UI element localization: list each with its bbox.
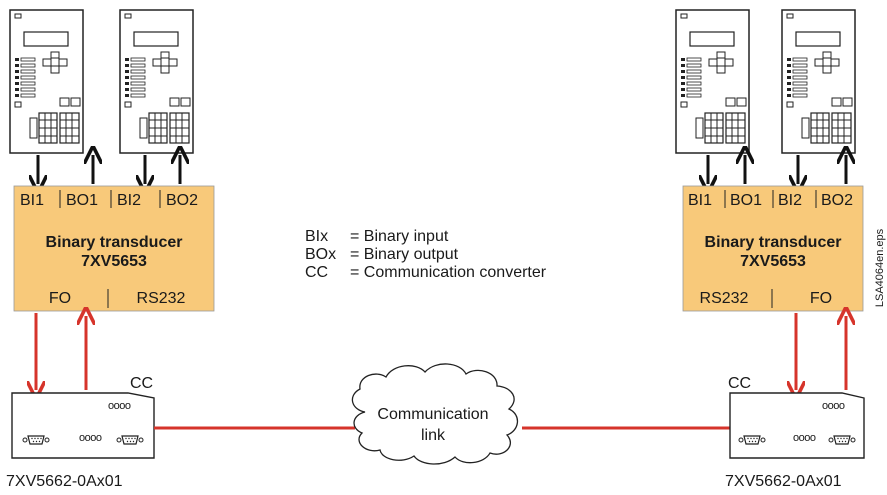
port-label: BO1 xyxy=(730,192,762,209)
converter-model-left: 7XV5662-0Ax01 xyxy=(6,473,123,490)
transducer-model: 7XV5653 xyxy=(740,253,806,270)
cloud-label-line2: link xyxy=(421,427,446,444)
legend: BIx = Binary input BOx = Binary output C… xyxy=(305,228,547,281)
legend-abbr: CC xyxy=(305,264,328,281)
left-relay-2 xyxy=(119,9,194,154)
converter-model-right: 7XV5662-0Ax01 xyxy=(725,473,842,490)
transducer-title: Binary transducer xyxy=(46,234,183,251)
transducer-model: 7XV5653 xyxy=(81,253,147,270)
cloud-label-line1: Communication xyxy=(377,406,488,423)
left-communication-converter: oooo oooo CC xyxy=(11,375,155,459)
legend-def: = Binary input xyxy=(350,228,449,245)
legend-def: = Binary output xyxy=(350,246,459,263)
left-relay-1 xyxy=(9,9,84,154)
led-row: oooo xyxy=(108,400,131,412)
port-label: BI1 xyxy=(20,192,44,209)
led-row: oooo xyxy=(822,400,845,412)
port-label: BI2 xyxy=(117,192,141,209)
port-label: BI2 xyxy=(778,192,802,209)
transducer-title: Binary transducer xyxy=(705,234,842,251)
legend-abbr: BOx xyxy=(305,246,336,263)
led-row: oooo xyxy=(793,432,816,444)
file-tag: LSA4064en.eps xyxy=(874,228,886,307)
led-row: oooo xyxy=(79,432,102,444)
port-label: BO2 xyxy=(166,192,198,209)
port-label: BI1 xyxy=(688,192,712,209)
port-fo-label: FO xyxy=(810,290,832,307)
left-binary-transducer: BI1 BO1 BI2 BO2 Binary transducer 7XV565… xyxy=(13,185,215,312)
port-label: BO2 xyxy=(821,192,853,209)
cc-label: CC xyxy=(728,375,751,392)
right-communication-converter: oooo oooo CC xyxy=(728,375,865,459)
port-fo-label: FO xyxy=(49,290,71,307)
right-relay-1 xyxy=(675,9,750,154)
port-label: BO1 xyxy=(66,192,98,209)
port-rs232-label: RS232 xyxy=(137,290,186,307)
port-rs232-label: RS232 xyxy=(700,290,749,307)
communication-link-cloud: Communication link xyxy=(351,363,519,465)
legend-abbr: BIx xyxy=(305,228,328,245)
right-binary-transducer: BI1 BO1 BI2 BO2 Binary transducer 7XV565… xyxy=(682,185,864,312)
right-relay-2 xyxy=(781,9,856,154)
legend-def: = Communication converter xyxy=(350,264,547,281)
cc-label: CC xyxy=(130,375,153,392)
